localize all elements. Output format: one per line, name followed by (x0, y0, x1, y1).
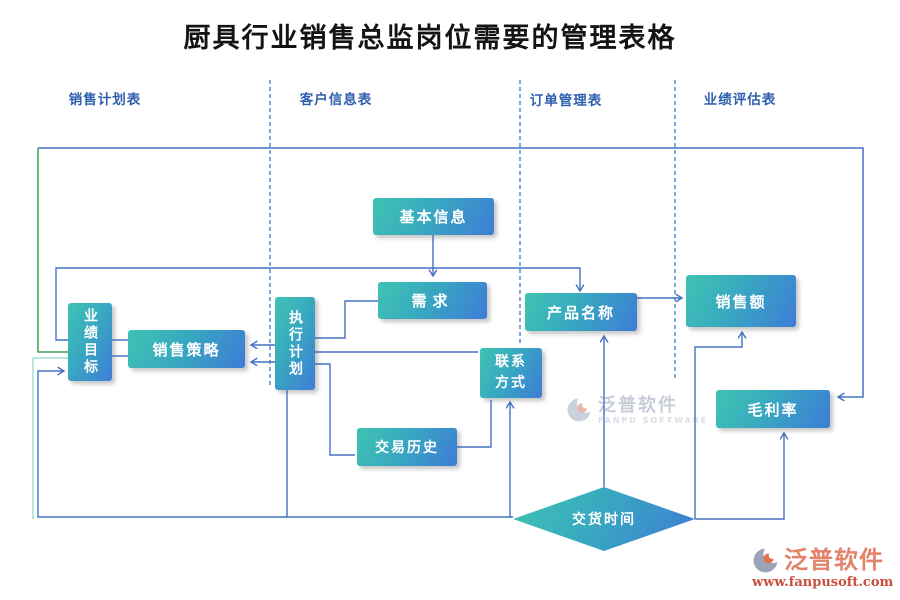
node-basic-info-label: 基本信息 (399, 208, 468, 226)
connector-target-left-green (37, 148, 68, 353)
fanpu-logo-icon (753, 546, 780, 573)
node-contact-info: 联系方式 (480, 348, 542, 398)
node-product-name: 产品名称 (525, 293, 637, 331)
node-execution-plan: 执行计划 (275, 297, 315, 390)
watermark-center-subtitle: FANPU SOFTWARE (598, 415, 709, 425)
node-sales-strategy-label: 销售策略 (152, 340, 221, 359)
node-sales-amount: 销售额 (686, 275, 796, 327)
node-sales-strategy: 销售策略 (128, 330, 245, 368)
node-sales-amount-label: 销售额 (715, 292, 767, 311)
connector-history-contact (457, 400, 492, 448)
connector-execplan-history (315, 363, 355, 456)
column-header-performance-eval: 业绩评估表 (703, 92, 777, 108)
node-performance-target-label: 业绩目标 (82, 308, 98, 376)
node-transaction-history: 交易历史 (357, 428, 457, 466)
watermark-corner-brand: 泛普软件 (784, 546, 884, 574)
node-delivery-time-label: 交货时间 (572, 512, 636, 528)
connector-target-teal-stub (32, 357, 68, 519)
connector-execplan-demand (315, 300, 378, 339)
node-gross-margin: 毛利率 (716, 390, 830, 428)
node-performance-target: 业绩目标 (68, 303, 112, 381)
node-basic-info: 基本信息 (373, 198, 494, 235)
watermark-corner-url: www.fanpusoft.com (752, 575, 894, 590)
node-product-name-label: 产品名称 (546, 303, 615, 322)
node-demand-label: 需求 (411, 292, 454, 310)
connector-delivery-grossmargin (695, 433, 784, 520)
fanpu-logo-icon (567, 396, 593, 422)
node-demand: 需求 (378, 282, 487, 319)
watermark-center: 泛普软件 FANPU SOFTWARE (566, 396, 708, 425)
node-contact-info-label: 联系方式 (495, 354, 527, 391)
column-header-customer-info: 客户信息表 (299, 92, 373, 108)
page-title: 厨具行业销售总监岗位需要的管理表格 (183, 23, 677, 54)
node-transaction-history-label: 交易历史 (375, 440, 439, 456)
watermark-corner: 泛普软件 www.fanpusoft.com (752, 546, 893, 590)
column-header-order-management: 订单管理表 (529, 93, 603, 109)
node-delivery-time: 交货时间 (513, 487, 695, 551)
node-gross-margin-label: 毛利率 (747, 400, 799, 419)
watermark-center-brand: 泛普软件 (598, 395, 678, 416)
node-execution-plan-label: 执行计划 (287, 309, 303, 378)
column-header-sales-plan: 销售计划表 (68, 92, 142, 108)
